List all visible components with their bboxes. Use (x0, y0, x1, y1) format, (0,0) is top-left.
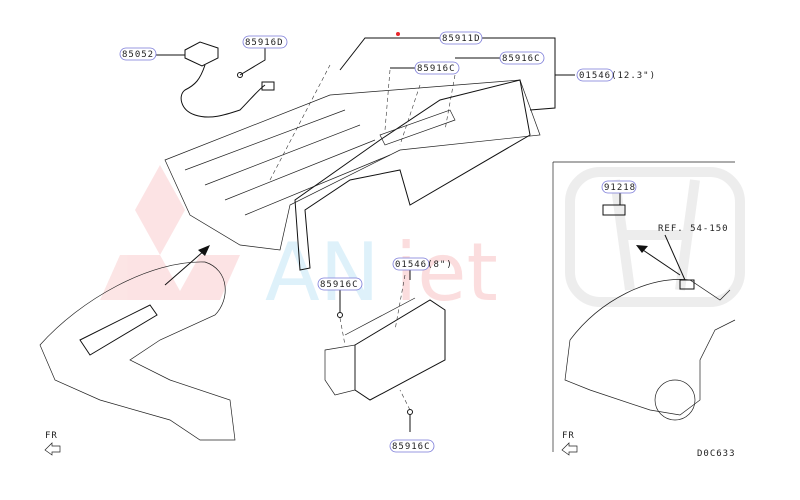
label-85916D: 85916D (245, 38, 284, 48)
display-12-3 (164, 79, 541, 271)
label-85916C: 85916C (502, 54, 541, 64)
label-85916C: 85916C (392, 442, 431, 452)
front-arrow-icon (44, 442, 61, 456)
marker-dot (396, 32, 400, 36)
anviet-watermark-red: iet (395, 226, 498, 319)
label-85916C: 85916C (320, 280, 359, 290)
label-85916C: 85916C (417, 64, 456, 74)
front-label: FR (562, 431, 575, 441)
anviet-watermark: AN (265, 226, 380, 319)
front-label: FR (45, 431, 58, 441)
label-85052: 85052 (122, 50, 154, 60)
honda-logo-watermark (565, 167, 745, 307)
display-8 (324, 297, 446, 415)
mitsubishi-logo-watermark (100, 165, 240, 300)
drawing-code: D0C633 (697, 449, 736, 459)
label-91218: 91218 (604, 183, 636, 193)
label-01546-12: 01546(12.3") (579, 71, 656, 81)
part-85052-sensor (180, 41, 275, 118)
label-85911D: 85911D (442, 34, 481, 44)
ref-label: REF. 54-150 (658, 224, 729, 234)
front-arrow-icon (561, 442, 578, 456)
car-front-view (564, 204, 736, 421)
label-01546-8: 01546(8") (395, 260, 453, 270)
inset-border (552, 161, 735, 452)
